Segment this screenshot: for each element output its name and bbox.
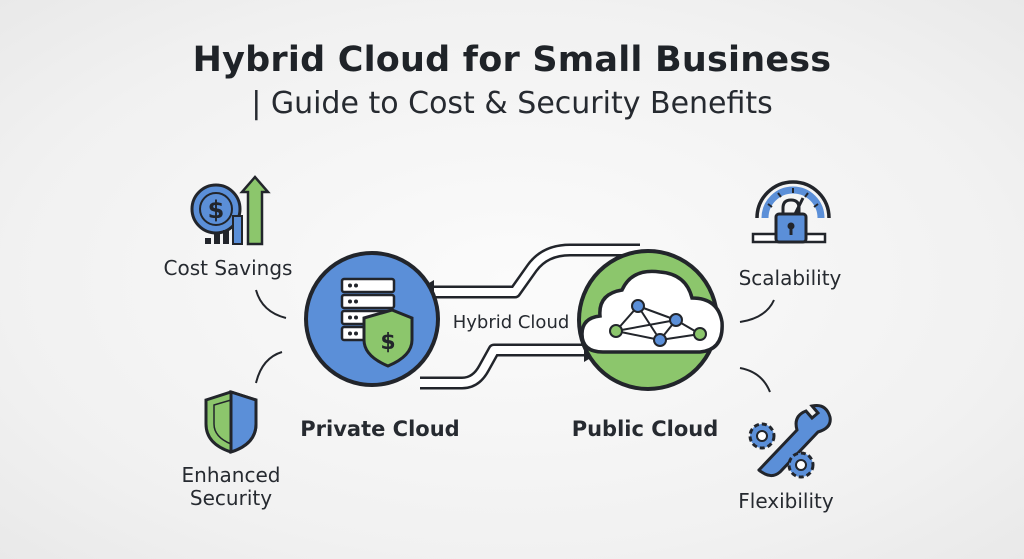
public-cloud-label: Public Cloud <box>571 417 719 441</box>
enhanced-security-label-line2: Security <box>189 486 273 510</box>
cloud-network-icon <box>580 269 724 354</box>
public-cloud-node <box>577 249 724 391</box>
svg-text:$: $ <box>208 196 225 224</box>
private-cloud-label: Private Cloud <box>300 417 460 441</box>
server-shield-dollar-icon: $ <box>340 277 414 368</box>
page-title: Hybrid Cloud for Small Business <box>192 40 832 80</box>
shield-icon <box>204 389 258 455</box>
callout-lines <box>255 289 775 393</box>
scalability-label: Scalability <box>738 266 842 290</box>
private-cloud-node: $ <box>304 251 440 387</box>
gauge-lock-icon <box>751 180 831 244</box>
enhanced-security-label-line1: Enhanced <box>181 463 281 487</box>
dollar-coin-growth-icon: $ <box>190 175 271 246</box>
hybrid-cloud-label: Hybrid Cloud <box>452 312 570 333</box>
svg-text:$: $ <box>380 330 395 355</box>
page-subtitle: | Guide to Cost & Security Benefits <box>251 86 773 121</box>
wrench-gears-icon <box>748 404 832 479</box>
cost-savings-label: Cost Savings <box>163 256 293 280</box>
flexibility-label: Flexibility <box>738 489 834 513</box>
